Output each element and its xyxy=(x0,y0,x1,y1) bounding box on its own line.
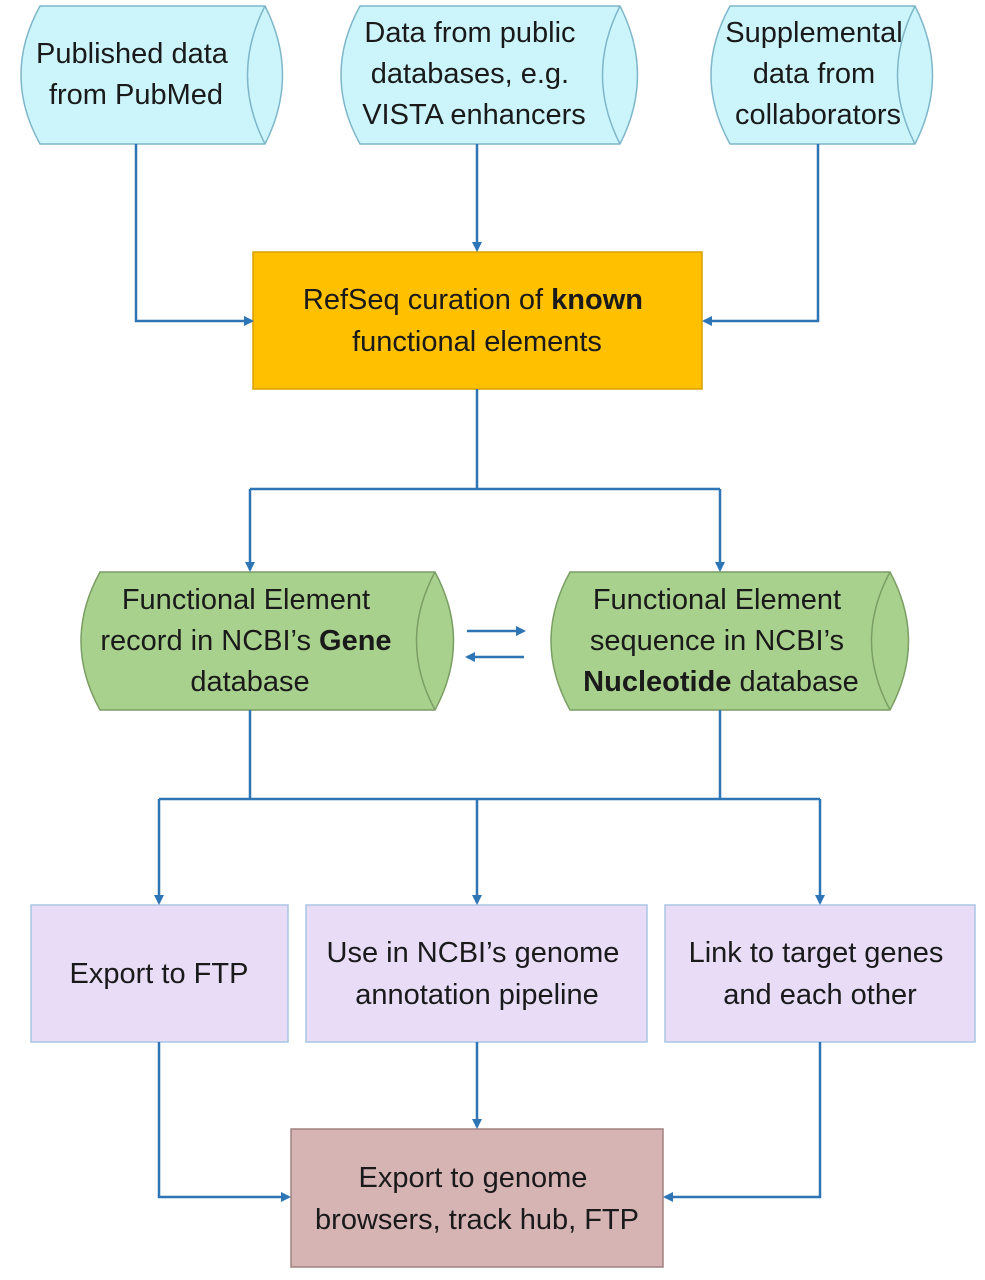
gene-record-line-1: Functional Element xyxy=(122,584,370,616)
source-public-db-line-3: VISTA enhancers xyxy=(362,99,586,131)
svg-text:Data from public databas: Data from public databases, e.g. VISTA e… xyxy=(362,17,586,131)
source-pubmed-line-1: Published data xyxy=(36,38,229,70)
svg-text:Functional Element seque: Functional Element sequence in NCBI’s Nu… xyxy=(583,584,859,698)
source-public-db-edge-curve xyxy=(601,5,621,145)
svg-text:Link to target genes and: Link to target genes and each other xyxy=(689,937,952,1011)
use-ftp-line-1: Export to FTP xyxy=(70,958,249,990)
nucleotide-record-line-1: Functional Element xyxy=(593,584,841,616)
source-collaborators-node: Supplemental data from collaborators xyxy=(710,5,934,145)
use-annotation-line-2: annotation pipeline xyxy=(355,979,598,1011)
source-collaborators-edge-curve xyxy=(896,5,916,145)
source-public-db-node: Data from public databases, e.g. VISTA e… xyxy=(340,5,639,145)
curation-node: RefSeq curation of known functional elem… xyxy=(252,251,703,390)
curation-line-1-prefix: RefSeq curation of xyxy=(303,284,551,316)
connectors xyxy=(134,144,825,1202)
source-collaborators-line-3: collaborators xyxy=(735,99,901,131)
gene-record-line-2-prefix: record in NCBI’s xyxy=(100,625,319,657)
use-link-line-2: and each other xyxy=(723,979,917,1011)
arrow-link-to-final xyxy=(663,1042,822,1202)
source-pubmed-line-2: from PubMed xyxy=(49,79,223,111)
final-export-box xyxy=(290,1128,664,1268)
nucleotide-record-edge-curve xyxy=(870,571,891,711)
svg-text:Use in NCBI’s genome ann: Use in NCBI’s genome annotation pipeline xyxy=(327,937,628,1011)
svg-text:Functional Element recor: Functional Element record in NCBI’s Gene… xyxy=(100,584,399,698)
curation-line-1-bold: known xyxy=(551,284,643,316)
source-pubmed-edge-curve xyxy=(246,5,266,145)
line-curation-split xyxy=(250,389,720,491)
use-link-box xyxy=(664,904,976,1043)
gene-record-edge-curve xyxy=(415,571,436,711)
nucleotide-record-line-2: sequence in NCBI’s xyxy=(590,625,844,657)
source-public-db-line-1: Data from public xyxy=(364,17,575,49)
line-records-merge xyxy=(159,710,820,801)
arrow-collaborators-to-curation xyxy=(702,144,820,326)
curation-line-2: functional elements xyxy=(352,326,602,358)
svg-text:Export to FTP: Export to FTP xyxy=(70,958,249,990)
arrow-ftp-to-final xyxy=(157,1042,291,1202)
svg-text:Export to genome browser: Export to genome browsers, track hub, FT… xyxy=(315,1162,639,1236)
source-public-db-line-2: databases, e.g. xyxy=(371,58,569,90)
use-link-node: Link to target genes and each other xyxy=(664,904,976,1043)
curation-box xyxy=(252,251,703,390)
source-collaborators-line-2: data from xyxy=(753,58,876,90)
use-annotation-box xyxy=(305,904,648,1043)
use-link-line-1: Link to target genes xyxy=(689,937,944,969)
use-ftp-node: Export to FTP xyxy=(30,904,289,1043)
source-pubmed-shape xyxy=(20,5,284,145)
source-pubmed-node: Published data from PubMed xyxy=(20,5,284,145)
gene-record-line-2-bold: Gene xyxy=(319,625,392,657)
svg-text:Published data from PubM: Published data from PubMed xyxy=(36,38,236,111)
gene-record-line-3: database xyxy=(190,666,309,698)
svg-text:Supplemental data from: Supplemental data from collaborators xyxy=(725,17,910,131)
gene-record-node: Functional Element record in NCBI’s Gene… xyxy=(80,571,455,711)
nucleotide-record-line-3-bold: Nucleotide xyxy=(583,666,731,698)
nucleotide-record-line-3-suffix: database xyxy=(731,666,858,698)
source-collaborators-line-1: Supplemental xyxy=(725,17,902,49)
use-annotation-node: Use in NCBI’s genome annotation pipeline xyxy=(305,904,648,1043)
nucleotide-record-node: Functional Element sequence in NCBI’s Nu… xyxy=(550,571,910,711)
final-export-node: Export to genome browsers, track hub, FT… xyxy=(290,1128,664,1268)
final-export-line-1: Export to genome xyxy=(359,1162,588,1194)
arrow-pubmed-to-curation xyxy=(134,144,254,326)
svg-text:RefSeq curation of known: RefSeq curation of known functional elem… xyxy=(303,284,651,358)
final-export-line-2: browsers, track hub, FTP xyxy=(315,1204,639,1236)
use-annotation-line-1: Use in NCBI’s genome xyxy=(327,937,620,969)
